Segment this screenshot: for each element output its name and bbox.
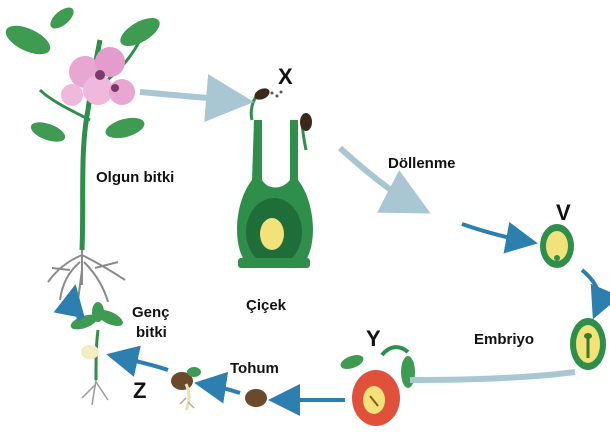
arrow-embryo-to-fruit [410,372,575,380]
label-young-plant-2: bitki [136,324,167,341]
label-v: V [556,200,571,226]
label-seed: Tohum [230,360,279,377]
arrow-to-v [462,224,530,242]
arrow-z-to-young-plant [114,356,168,370]
label-z: Z [133,378,146,404]
leaf [28,118,67,145]
plant-flowers [61,47,135,106]
arrow-seed-to-z [202,384,240,393]
mature-plant [2,4,164,302]
label-y: Y [366,326,381,352]
label-embryo: Embriyo [474,331,534,348]
leaf [47,4,77,33]
zygote-stage-v [540,224,574,268]
ovule [260,218,284,250]
label-fertilization: Döllenme [388,155,456,172]
leaf [116,12,164,51]
anther [300,113,312,131]
leaf [103,114,146,142]
label-flower: Çiçek [246,297,286,314]
label-young-plant-1: Genç [132,304,170,321]
seed [245,389,267,407]
leaf [2,20,55,60]
arrow-plant-to-flower [140,92,242,101]
flower-section [237,86,313,268]
plant-roots [48,250,125,302]
label-x: X [278,64,293,90]
embryo-stage [570,318,606,370]
arrow-v-to-embryo [582,270,599,312]
label-mature-plant: Olgun bitki [96,169,174,186]
germinating-seed-z [171,367,201,410]
fruit-stage-y [339,347,415,426]
cycle-arrows [73,92,599,400]
